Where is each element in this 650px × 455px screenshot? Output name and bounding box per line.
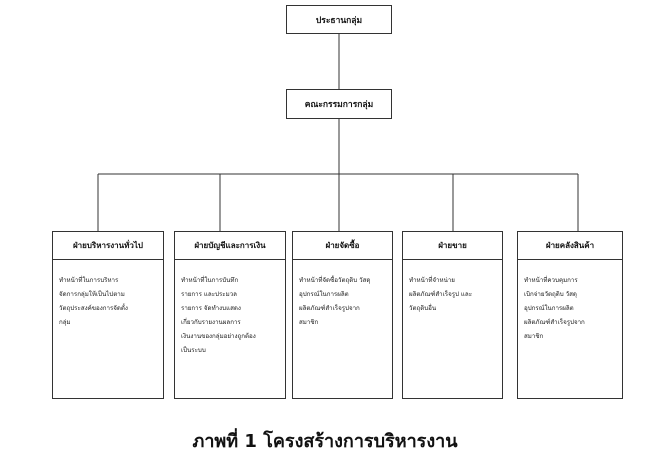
department-box-general-admin: ฝ่ายบริหารงานทั่วไป ทำหน้าที่ในการบริหาร… [52, 231, 164, 399]
department-box-sales: ฝ่ายขาย ทำหน้าที่จำหน่าย ผลิตภัณฑ์สำเร็จ… [402, 231, 503, 399]
department-title: ฝ่ายบริหารงานทั่วไป [53, 232, 163, 260]
department-description: ทำหน้าที่ในการบันทึก รายการ และประมวล รา… [181, 277, 256, 354]
committee-box: คณะกรรมการกลุ่ม [286, 89, 392, 119]
department-description: ทำหน้าที่จำหน่าย ผลิตภัณฑ์สำเร็จรูป และ … [409, 277, 473, 312]
department-title: ฝ่ายคลังสินค้า [518, 232, 622, 260]
figure-caption: ภาพที่ 1 โครงสร้างการบริหารงาน [192, 431, 458, 452]
department-description: ทำหน้าที่ในการบริหาร จัดการกลุ่มให้เป็นไ… [59, 277, 128, 326]
department-title: ฝ่ายขาย [403, 232, 502, 260]
root-label: ประธานกลุ่ม [315, 15, 363, 26]
committee-label: คณะกรรมการกลุ่ม [304, 100, 374, 110]
department-title: ฝ่ายจัดซื้อ [293, 232, 392, 260]
department-box-accounting-finance: ฝ่ายบัญชีและการเงิน ทำหน้าที่ในการบันทึก… [174, 231, 286, 399]
department-box-purchasing: ฝ่ายจัดซื้อ ทำหน้าที่จัดซื้อวัตถุดิบ วัส… [292, 231, 393, 399]
department-description: ทำหน้าที่จัดซื้อวัตถุดิบ วัสดุ อุปกรณ์ใน… [299, 277, 371, 326]
department-box-warehouse: ฝ่ายคลังสินค้า ทำหน้าที่ควบคุมการ เบิกจ่… [517, 231, 623, 399]
department-title: ฝ่ายบัญชีและการเงิน [175, 232, 285, 260]
department-description: ทำหน้าที่ควบคุมการ เบิกจ่ายวัตถุดิบ วัสด… [524, 277, 585, 340]
root-box: ประธานกลุ่ม [286, 5, 392, 34]
